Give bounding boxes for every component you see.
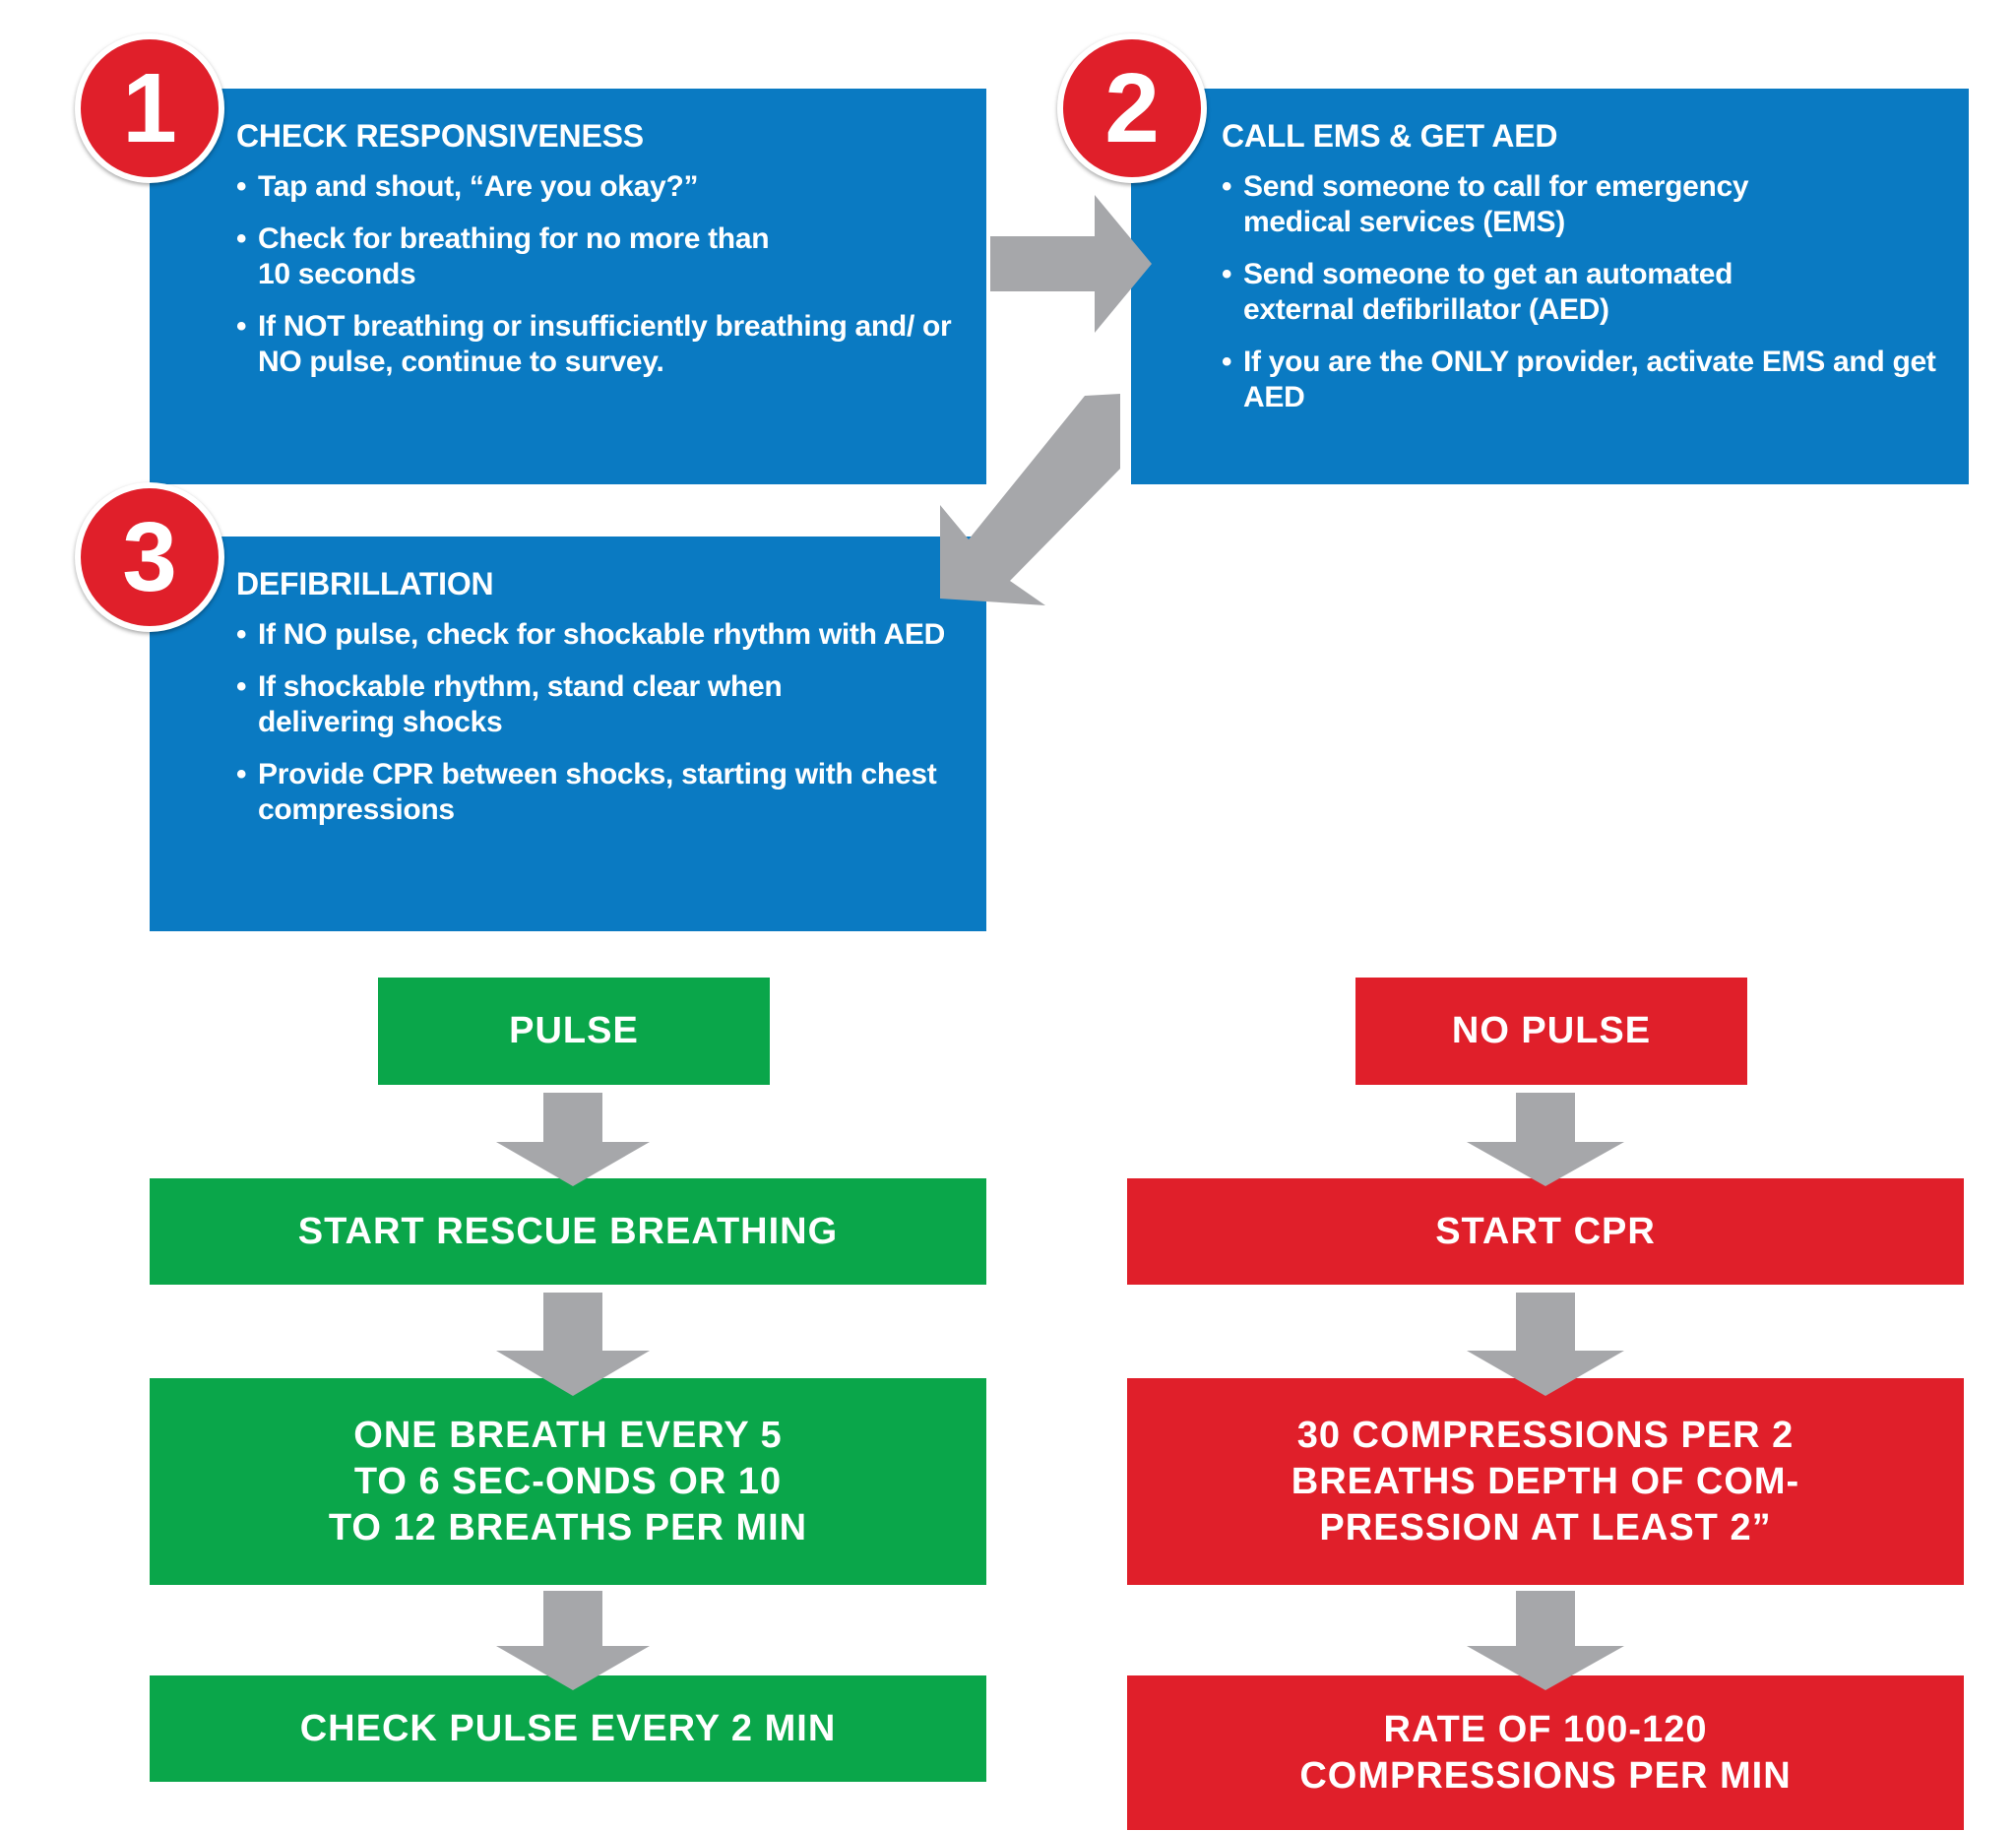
arrow-no-pulse-3 bbox=[1467, 1591, 1624, 1690]
arrow-pulse-3 bbox=[496, 1591, 650, 1690]
arrow-pulse-1 bbox=[496, 1093, 650, 1186]
pulse-step-check-pulse: CHECK PULSE EVERY 2 MIN bbox=[150, 1675, 986, 1782]
step-3-title: DEFIBRILLATION bbox=[236, 566, 494, 601]
step-1-bullet: Tap and shout, “Are you okay?” bbox=[236, 169, 957, 205]
arrow-pulse-2 bbox=[496, 1293, 650, 1396]
step-1-number-badge: 1 bbox=[75, 33, 224, 183]
arrow-no-pulse-2 bbox=[1467, 1293, 1624, 1396]
pulse-step-start-rescue-breathing: START RESCUE BREATHING bbox=[150, 1178, 986, 1285]
step-3-bullets: If NO pulse, check for shockable rhythm … bbox=[236, 617, 957, 828]
no-pulse-step-rate: RATE OF 100-120 COMPRESSIONS PER MIN bbox=[1127, 1675, 1964, 1830]
arrow-step1-to-step2 bbox=[990, 195, 1152, 333]
step-3-bullet: Provide CPR between shocks, starting wit… bbox=[236, 757, 957, 828]
no-pulse-step-start-cpr: START CPR bbox=[1127, 1178, 1964, 1285]
pulse-step-breath-rate: ONE BREATH EVERY 5 TO 6 SEC-ONDS OR 10 T… bbox=[150, 1378, 986, 1585]
step-2-title: CALL EMS & GET AED bbox=[1222, 118, 1558, 154]
step-3-number-badge: 3 bbox=[75, 482, 224, 632]
arrow-no-pulse-1 bbox=[1467, 1093, 1624, 1186]
arrow-step2-to-step3 bbox=[940, 394, 1120, 605]
step-3-bullet: If shockable rhythm, stand clear when de… bbox=[236, 669, 957, 740]
step-1-bullets: Tap and shout, “Are you okay?” Check for… bbox=[236, 169, 957, 380]
step-2-box: CALL EMS & GET AED Send someone to call … bbox=[1131, 89, 1969, 484]
no-pulse-step-compressions: 30 COMPRESSIONS PER 2 BREATHS DEPTH OF C… bbox=[1127, 1378, 1964, 1585]
step-1-bullet: Check for breathing for no more than 10 … bbox=[236, 221, 957, 292]
step-3-bullet: If NO pulse, check for shockable rhythm … bbox=[236, 617, 957, 653]
step-1-bullet: If NOT breathing or insufficiently breat… bbox=[236, 309, 957, 380]
step-2-bullet: Send someone to get an automated externa… bbox=[1222, 257, 1939, 328]
step-3-box: DEFIBRILLATION If NO pulse, check for sh… bbox=[150, 537, 986, 931]
pulse-label: PULSE bbox=[378, 978, 770, 1085]
step-2-bullet: Send someone to call for emergency medic… bbox=[1222, 169, 1939, 240]
step-2-bullets: Send someone to call for emergency medic… bbox=[1222, 169, 1939, 415]
step-2-bullet: If you are the ONLY provider, activate E… bbox=[1222, 345, 1939, 415]
step-2-number-badge: 2 bbox=[1057, 33, 1207, 183]
step-1-title: CHECK RESPONSIVENESS bbox=[236, 118, 644, 154]
no-pulse-label: NO PULSE bbox=[1355, 978, 1747, 1085]
step-1-box: CHECK RESPONSIVENESS Tap and shout, “Are… bbox=[150, 89, 986, 484]
